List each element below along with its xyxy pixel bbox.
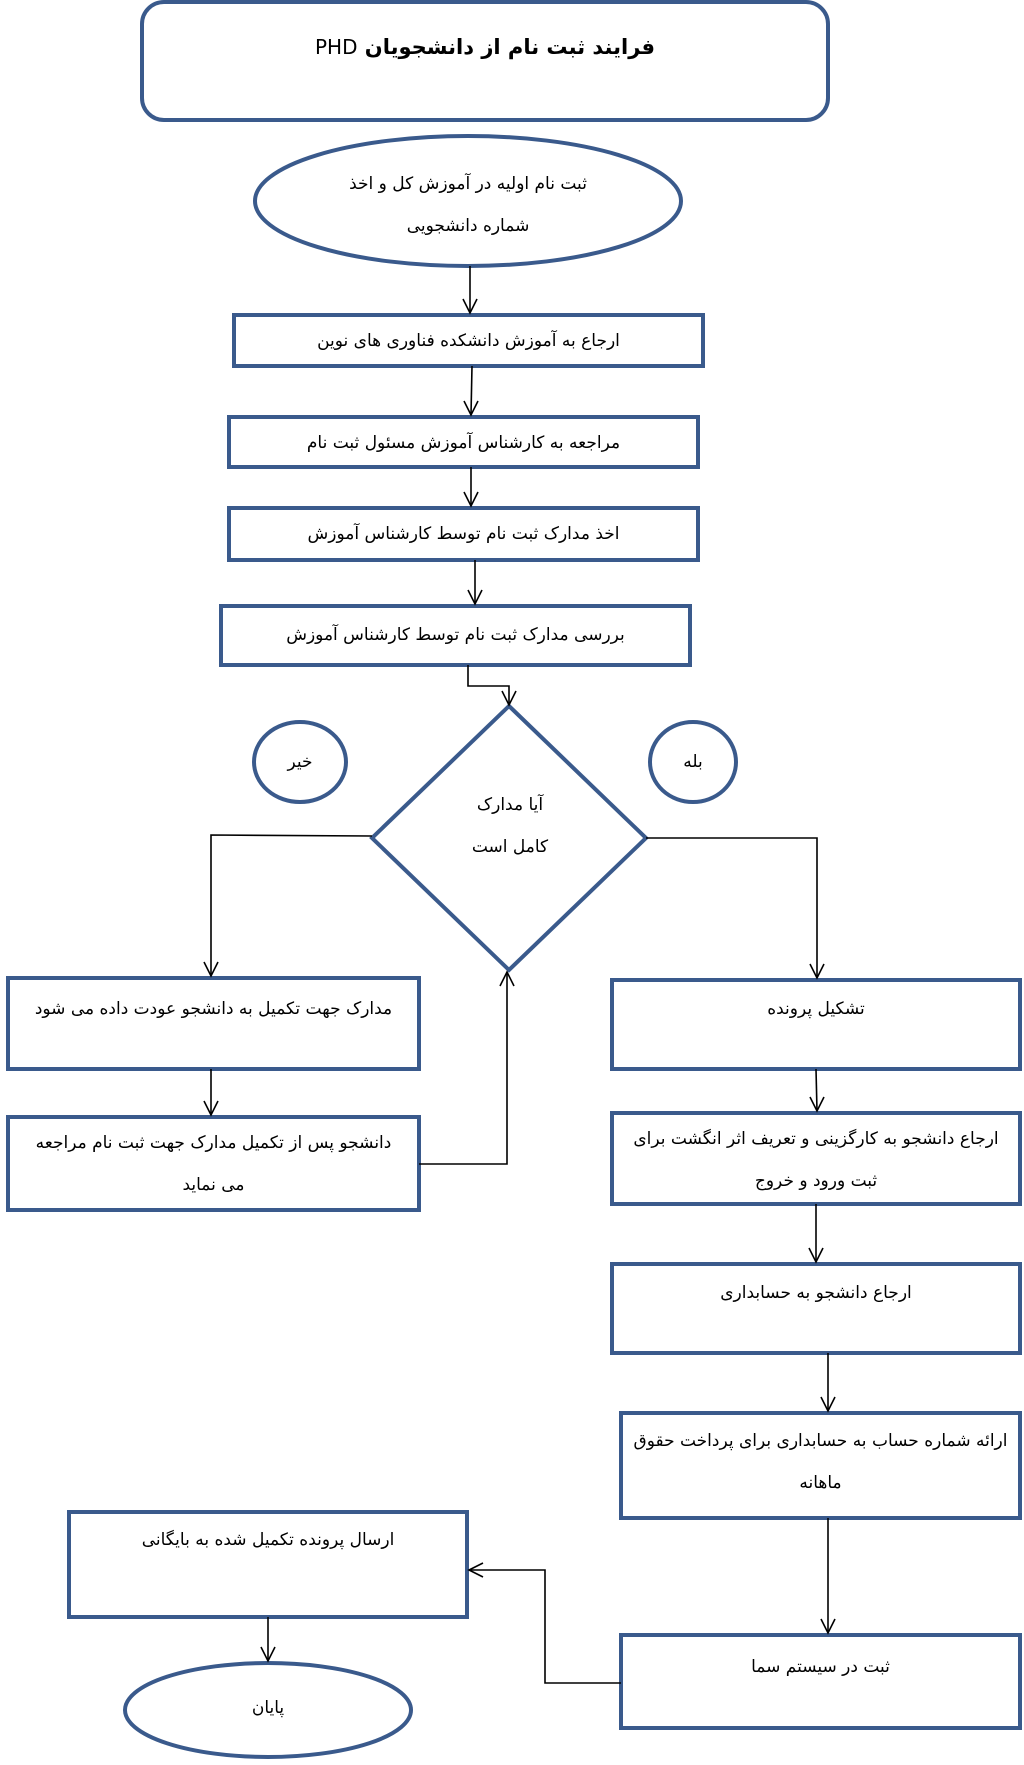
accounting-label: ارجاع دانشجو به حسابداری — [720, 1283, 912, 1303]
account-number-line2: ماهانه — [799, 1473, 842, 1493]
sama-label: ثبت در سیستم سما — [751, 1657, 890, 1677]
resubmit-line1: دانشجو پس از تکمیل مدارک جهت ثبت نام مرا… — [35, 1133, 392, 1153]
arrow-step1-to-step2 — [463, 365, 479, 417]
decision-label: آیا مدارک کامل است — [410, 784, 610, 868]
start-line1: ثبت نام اولیه در آموزش کل و اخذ — [349, 174, 587, 194]
hr-referral-line1: ارجاع دانشجو به کارگزینی و تعریف اثر انگ… — [633, 1129, 999, 1149]
title-acronym: PHD — [314, 35, 358, 59]
no-label: خیر — [287, 752, 313, 772]
accounting-box — [610, 1262, 1022, 1355]
hr-referral-label: ارجاع دانشجو به کارگزینی و تعریف اثر انگ… — [612, 1118, 1020, 1202]
start-label: ثبت نام اولیه در آموزش کل و اخذ شماره دا… — [255, 163, 681, 247]
step2-label: مراجعه به کارشناس آموزش مسئول ثبت نام — [306, 433, 621, 453]
start-line2: شماره دانشجویی — [406, 216, 530, 236]
step4-label: بررسی مدارک ثبت نام توسط کارشناس آموزش — [286, 625, 625, 645]
arrow-createfile-to-hr — [809, 1068, 825, 1113]
title-text: فرایند ثبت نام از دانشجویان — [364, 35, 656, 59]
resubmit-box — [6, 1115, 421, 1212]
step3-box — [227, 506, 700, 562]
account-number-box — [619, 1411, 1022, 1520]
step1-box — [232, 313, 705, 368]
arrow-step4-to-decision — [467, 665, 517, 707]
arrow-decision-yes — [646, 837, 825, 980]
account-number-line1: ارائه شماره حساب به حسابداری برای پرداخت… — [633, 1431, 1008, 1451]
arrow-accounting-to-account — [820, 1353, 836, 1413]
arrow-sama-to-archive — [467, 1562, 621, 1684]
arrow-hr-to-accounting — [808, 1204, 824, 1264]
resubmit-label: دانشجو پس از تکمیل مدارک جهت ثبت نام مرا… — [8, 1122, 419, 1206]
title-box — [140, 0, 830, 122]
arrow-step2-to-step3 — [463, 467, 479, 508]
decision-diamond — [369, 703, 649, 973]
arrow-start-to-step1 — [462, 266, 478, 315]
step4-box — [219, 604, 692, 667]
end-ellipse — [123, 1661, 413, 1759]
decision-line2: کامل است — [471, 837, 549, 857]
arrow-account-to-sama — [820, 1518, 836, 1635]
arrow-decision-no — [203, 834, 373, 978]
no-circle — [252, 720, 348, 804]
decision-line1: آیا مدارک — [476, 795, 544, 815]
yes-circle — [648, 720, 738, 804]
return-docs-box — [6, 976, 421, 1071]
step3-label: اخذ مدارک ثبت نام توسط کارشناس آموزش — [307, 524, 620, 544]
step1-label: ارجاع به آموزش دانشکده فناوری های نوین — [317, 331, 620, 351]
sama-box — [619, 1633, 1022, 1730]
resubmit-line2: می نماید — [182, 1175, 245, 1195]
arrow-return-to-resubmit — [203, 1069, 219, 1117]
return-docs-label: مدارک جهت تکمیل به دانشجو عودت داده می ش… — [34, 999, 393, 1019]
archive-box — [67, 1510, 469, 1619]
step2-box — [227, 415, 700, 469]
hr-referral-line2: ثبت ورود و خروج — [754, 1171, 878, 1191]
arrow-archive-to-end — [260, 1617, 276, 1663]
yes-label: بله — [683, 752, 703, 772]
start-ellipse — [253, 134, 683, 268]
arrow-resubmit-to-decision — [419, 970, 515, 1165]
archive-label: ارسال پرونده تکمیل شده به بایگانی — [141, 1530, 395, 1550]
hr-referral-box — [610, 1111, 1022, 1206]
arrow-step3-to-step4 — [467, 560, 483, 606]
end-label: پایان — [251, 1698, 285, 1718]
page-title: فرایند ثبت نام از دانشجویان PHD — [142, 26, 828, 68]
account-number-label: ارائه شماره حساب به حسابداری برای پرداخت… — [621, 1420, 1020, 1504]
create-file-label: تشکیل پرونده — [767, 999, 865, 1019]
